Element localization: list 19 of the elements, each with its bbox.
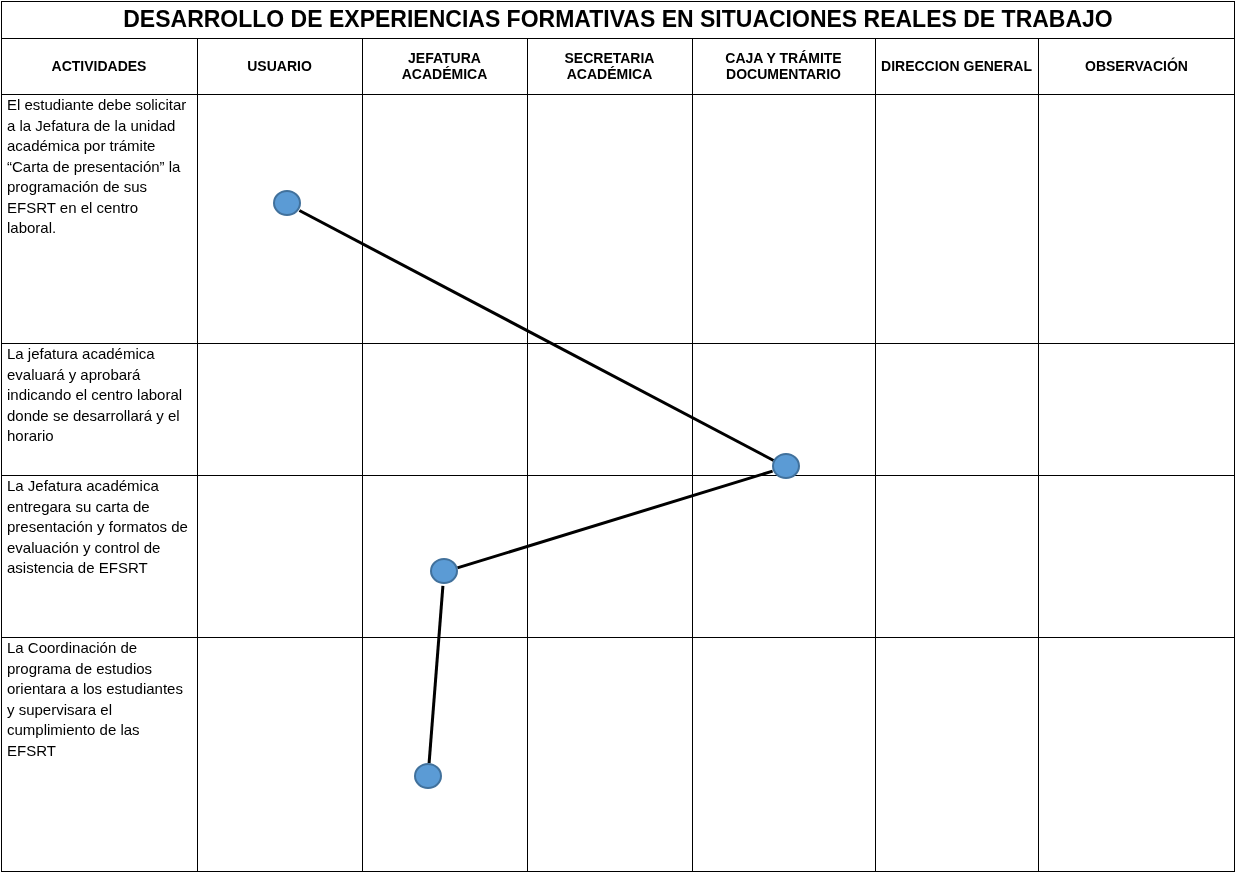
activity-text: La Coordinación de programa de estudios orientara a los estudiantes y supervisara el cumplimiento de las EFSRT [6,638,184,761]
column-header: JEFATURA ACADÉMICA [400,49,489,84]
table-title: DESARROLLO DE EXPERIENCIAS FORMATIVAS EN SITUACIONES REALES DE TRABAJO [122,5,1114,34]
activity-text: El estudiante debe solicitar a la Jefatura de la unidad académica por trámite “Carta de presentación” la programación de sus EFSRT en el centro laboral. [6,95,188,238]
circle-marker [273,190,301,216]
connector-line [456,469,774,570]
connector-line [427,585,445,764]
column-header: USUARIO [246,57,313,76]
circle-marker [772,453,800,479]
column-header: ACTIVIDADES [50,57,148,76]
connector-line [298,209,775,462]
column-header: SECRETARIA ACADÉMICA [563,49,656,84]
column-header: CAJA Y TRÁMITE DOCUMENTARIO [724,49,843,84]
activity-text: La jefatura académica evaluará y aprobará indicando el centro laboral donde se desarrollará y el horario [6,344,184,446]
circle-marker [430,558,458,584]
column-header: OBSERVACIÓN [1084,56,1189,76]
circle-marker [414,763,442,789]
column-header: DIRECCION GENERAL [880,57,1033,76]
activity-text: La Jefatura académica entregara su carta de presentación y formatos de evaluación y control de asistencia de EFSRT [6,476,189,578]
